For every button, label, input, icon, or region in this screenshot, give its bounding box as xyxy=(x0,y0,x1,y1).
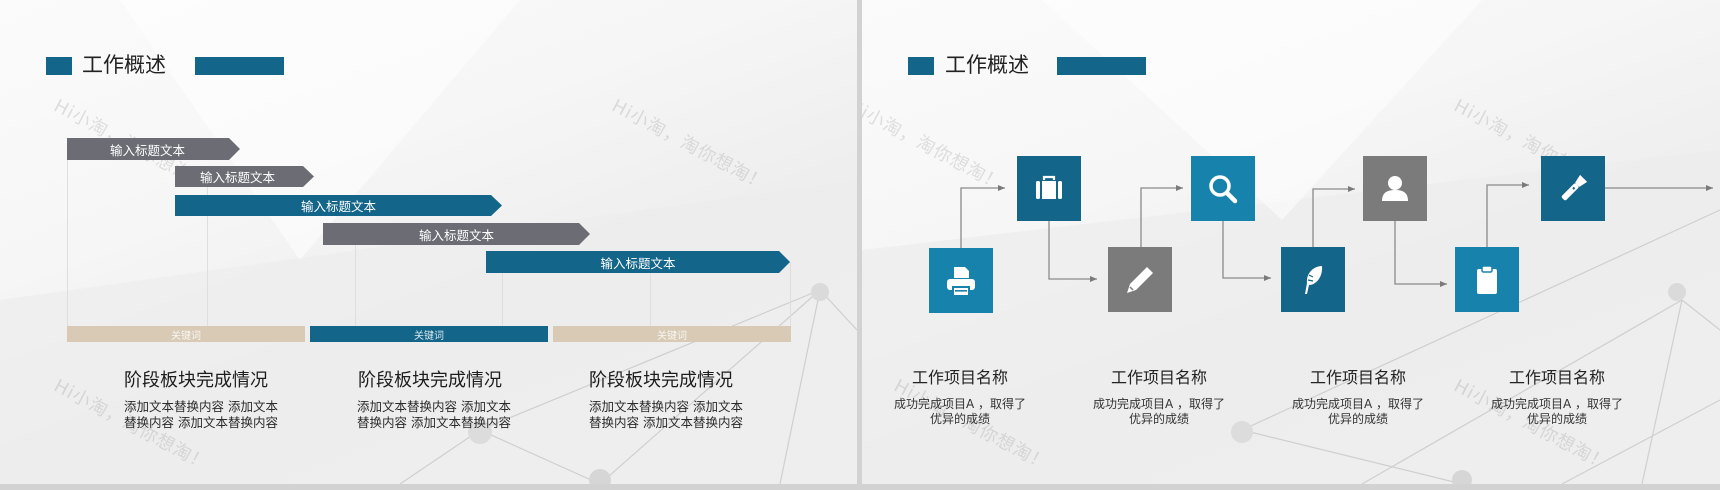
item-title-2: 工作项目名称 xyxy=(1110,368,1207,387)
clipboard-tile[interactable] xyxy=(1455,247,1519,312)
item-desc-line: 优异的成绩 xyxy=(1327,412,1388,426)
flashlight-icon xyxy=(1561,174,1588,200)
briefcase-tile[interactable] xyxy=(1017,156,1081,221)
gantt-bar-5[interactable]: 输入标题文本 xyxy=(486,251,790,273)
page-title: 工作概述 xyxy=(82,53,166,77)
gantt-bar-2[interactable]: 输入标题文本 xyxy=(175,166,314,187)
gantt-bar-4[interactable]: 输入标题文本 xyxy=(323,223,590,245)
gantt-gridline xyxy=(67,160,68,326)
gantt-gridline xyxy=(207,187,208,326)
feather-tile[interactable] xyxy=(1281,247,1345,312)
gantt-gridline xyxy=(790,262,791,326)
stage-desc-1: 添加文本替换内容 添加文本 替换内容 添加文本替换内容 xyxy=(81,399,321,431)
item-desc-1: 成功完成项目A ，取得了 优异的成绩 xyxy=(870,397,1050,427)
item-desc-2: 成功完成项目A ，取得了 优异的成绩 xyxy=(1069,397,1249,427)
page-title: 工作概述 xyxy=(945,53,1029,77)
item-desc-line: 优异的成绩 xyxy=(1526,412,1587,426)
slide-2-flow[interactable]: Hi小淘，淘你想淘！ Hi小淘，淘你想淘！ Hi小淘，淘你想淘！ Hi小淘，淘你… xyxy=(862,0,1720,484)
feather-icon xyxy=(1305,265,1323,294)
stage-desc-line: 添加文本替换内容 添加文本 xyxy=(124,399,278,414)
gantt-bar-3[interactable]: 输入标题文本 xyxy=(175,195,502,216)
stage-desc-line: 替换内容 添加文本替换内容 xyxy=(124,415,278,430)
pencil-icon xyxy=(1127,266,1153,293)
watermark: Hi小淘，淘你想淘！ xyxy=(862,95,1007,196)
stage-title-3: 阶段板块完成情况 xyxy=(589,370,733,391)
pencil-tile[interactable] xyxy=(1108,247,1172,312)
stage-desc-line: 替换内容 添加文本替换内容 xyxy=(589,415,743,430)
user-tile[interactable] xyxy=(1363,156,1427,221)
gantt-bar-1[interactable]: 输入标题文本 xyxy=(67,138,240,160)
header-bar-accent xyxy=(1057,57,1146,75)
stage-title-2: 阶段板块完成情况 xyxy=(358,370,502,391)
header-square-accent xyxy=(46,57,72,75)
clipboard-icon xyxy=(1477,264,1497,294)
item-title-3: 工作项目名称 xyxy=(1309,368,1406,387)
item-title-1: 工作项目名称 xyxy=(911,368,1008,387)
watermark: Hi小淘，淘你想淘！ xyxy=(608,95,771,196)
item-title-4: 工作项目名称 xyxy=(1508,368,1605,387)
gantt-gridline xyxy=(502,273,503,326)
item-desc-line: 成功完成项目A ，取得了 xyxy=(1092,397,1226,411)
keyword-bar-3[interactable]: 关键词 xyxy=(553,326,791,342)
gantt-gridline xyxy=(650,273,651,326)
header-bar-accent xyxy=(195,57,284,75)
stage-desc-line: 添加文本替换内容 添加文本 xyxy=(589,399,743,414)
stage-desc-2: 添加文本替换内容 添加文本 替换内容 添加文本替换内容 xyxy=(314,399,554,431)
gantt-gridline xyxy=(355,245,356,326)
item-desc-3: 成功完成项目A ，取得了 优异的成绩 xyxy=(1268,397,1448,427)
search-icon xyxy=(1209,174,1238,203)
item-desc-line: 成功完成项目A ，取得了 xyxy=(1490,397,1624,411)
stage-title-1: 阶段板块完成情况 xyxy=(124,370,268,391)
search-tile[interactable] xyxy=(1191,156,1255,221)
stage-desc-3: 添加文本替换内容 添加文本 替换内容 添加文本替换内容 xyxy=(546,399,786,431)
keyword-bar-2[interactable]: 关键词 xyxy=(310,326,548,342)
slide-1-gantt[interactable]: Hi小淘，淘你想淘！ Hi小淘，淘你想淘！ Hi小淘，淘你想淘！ 工作概述 输入… xyxy=(0,0,857,484)
header-square-accent xyxy=(908,57,934,75)
stage-desc-line: 添加文本替换内容 添加文本 xyxy=(357,399,511,414)
flashlight-tile[interactable] xyxy=(1541,156,1605,221)
item-desc-line: 优异的成绩 xyxy=(929,412,990,426)
keyword-bar-1[interactable]: 关键词 xyxy=(67,326,305,342)
printer-tile[interactable] xyxy=(929,248,993,313)
item-desc-line: 成功完成项目A ，取得了 xyxy=(1291,397,1425,411)
briefcase-icon xyxy=(1036,175,1062,199)
stage-desc-line: 替换内容 添加文本替换内容 xyxy=(357,415,511,430)
item-desc-line: 优异的成绩 xyxy=(1128,412,1189,426)
item-desc-line: 成功完成项目A ，取得了 xyxy=(893,397,1027,411)
user-icon xyxy=(1382,175,1408,201)
printer-icon xyxy=(947,266,975,297)
item-desc-4: 成功完成项目A ，取得了 优异的成绩 xyxy=(1467,397,1647,427)
